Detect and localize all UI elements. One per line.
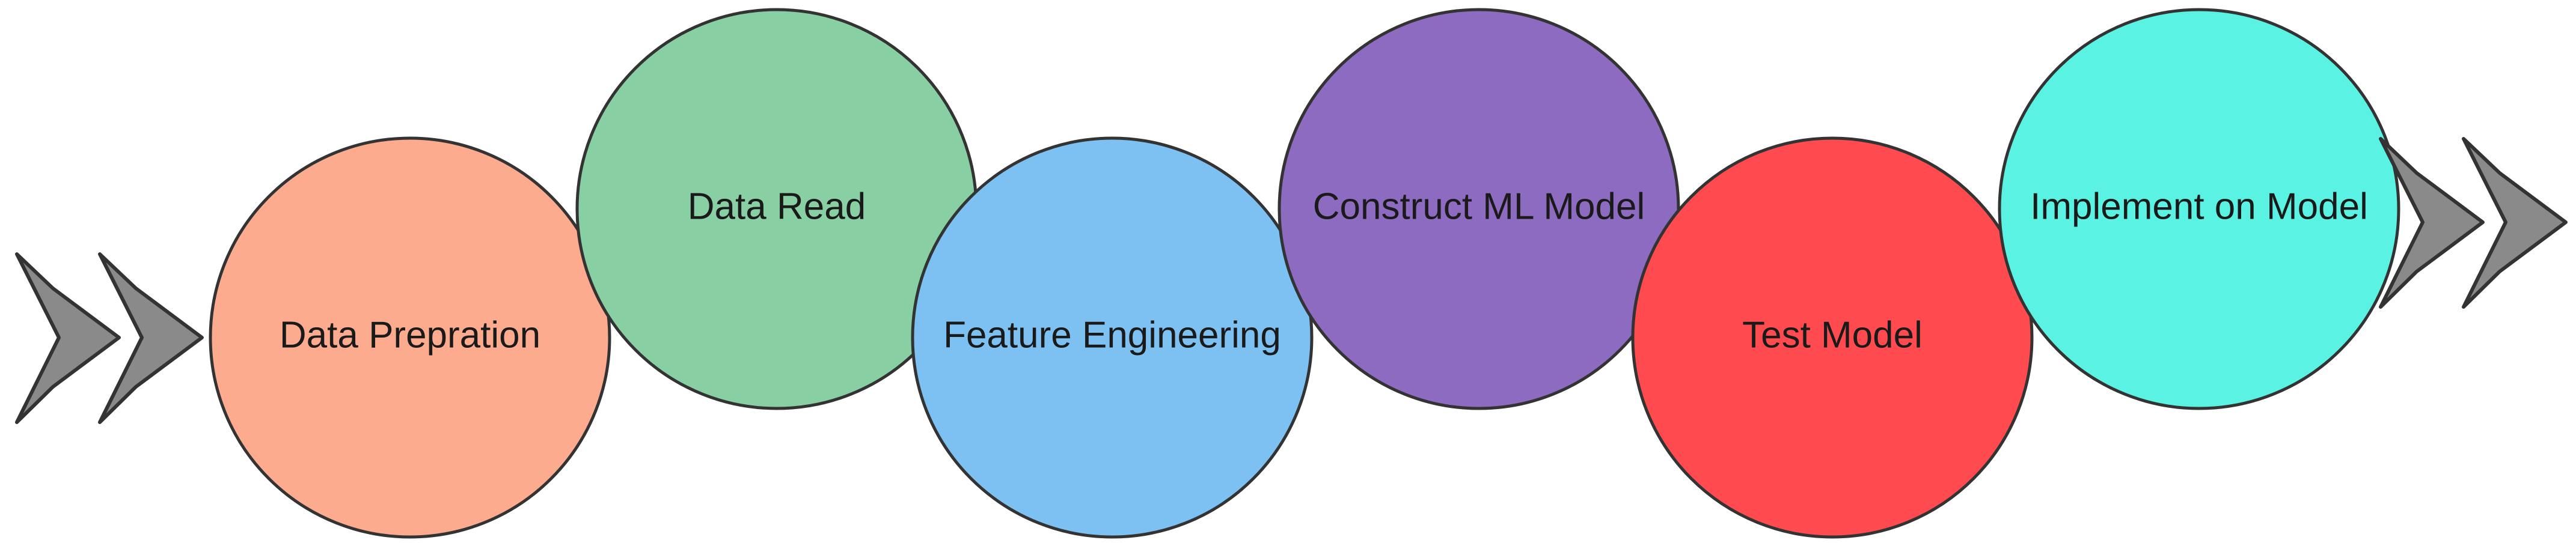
step-test-model: Test Model bbox=[1631, 136, 2034, 539]
left-chevron-1-icon bbox=[15, 252, 121, 424]
step-data-read: Data Read bbox=[575, 8, 978, 410]
step-data-prepration: Data Prepration bbox=[209, 136, 611, 539]
right-chevron-2-icon bbox=[2462, 137, 2568, 309]
step-implement-on-model: Implement on Model bbox=[1998, 8, 2400, 410]
right-chevron-1-icon bbox=[2379, 137, 2485, 309]
step-construct-ml-model: Construct ML Model bbox=[1277, 8, 1680, 410]
step-label: Data Read bbox=[688, 186, 866, 227]
step-circle bbox=[1998, 8, 2400, 410]
step-label: Implement on Model bbox=[2030, 186, 2368, 227]
step-label: Feature Engineering bbox=[943, 314, 1281, 356]
step-label: Data Prepration bbox=[280, 314, 540, 356]
step-circle bbox=[209, 136, 611, 539]
step-label: Test Model bbox=[1742, 314, 1923, 356]
step-circle bbox=[1631, 136, 2034, 539]
left-chevron-2-icon bbox=[98, 252, 204, 424]
step-circle bbox=[911, 136, 1314, 539]
step-feature-engineering: Feature Engineering bbox=[911, 136, 1314, 539]
step-label: Construct ML Model bbox=[1313, 186, 1645, 227]
